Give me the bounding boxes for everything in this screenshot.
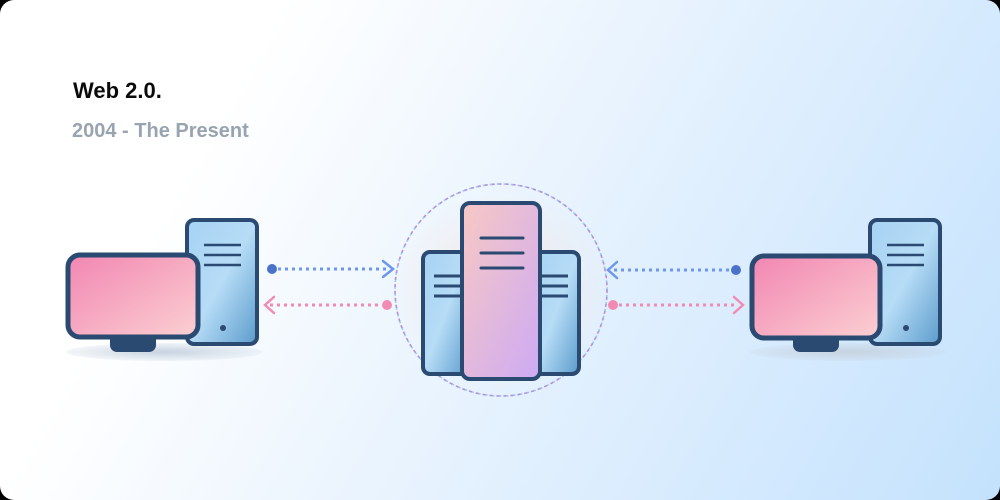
connection-left <box>263 259 396 315</box>
arrow-right-icon <box>381 259 396 279</box>
response-origin-dot <box>608 300 618 310</box>
arrow-left-icon <box>263 295 276 315</box>
tower-icon <box>868 218 942 346</box>
arrow-left-icon <box>606 260 619 280</box>
connection-right <box>606 260 745 315</box>
monitor-icon <box>65 252 201 352</box>
monitor-icon <box>749 253 883 352</box>
client-right-computer <box>749 218 946 361</box>
request-origin-dot <box>267 264 277 274</box>
request-origin-dot <box>731 265 741 275</box>
page-subtitle: 2004 - The Present <box>72 120 249 142</box>
client-left-computer <box>65 218 262 361</box>
server-cluster <box>391 183 611 397</box>
server-main-icon <box>460 201 542 381</box>
tower-icon <box>185 218 259 346</box>
page-title: Web 2.0. <box>73 78 162 103</box>
response-origin-dot <box>382 300 392 310</box>
arrow-right-icon <box>732 295 745 315</box>
server-left-icon <box>421 250 471 376</box>
